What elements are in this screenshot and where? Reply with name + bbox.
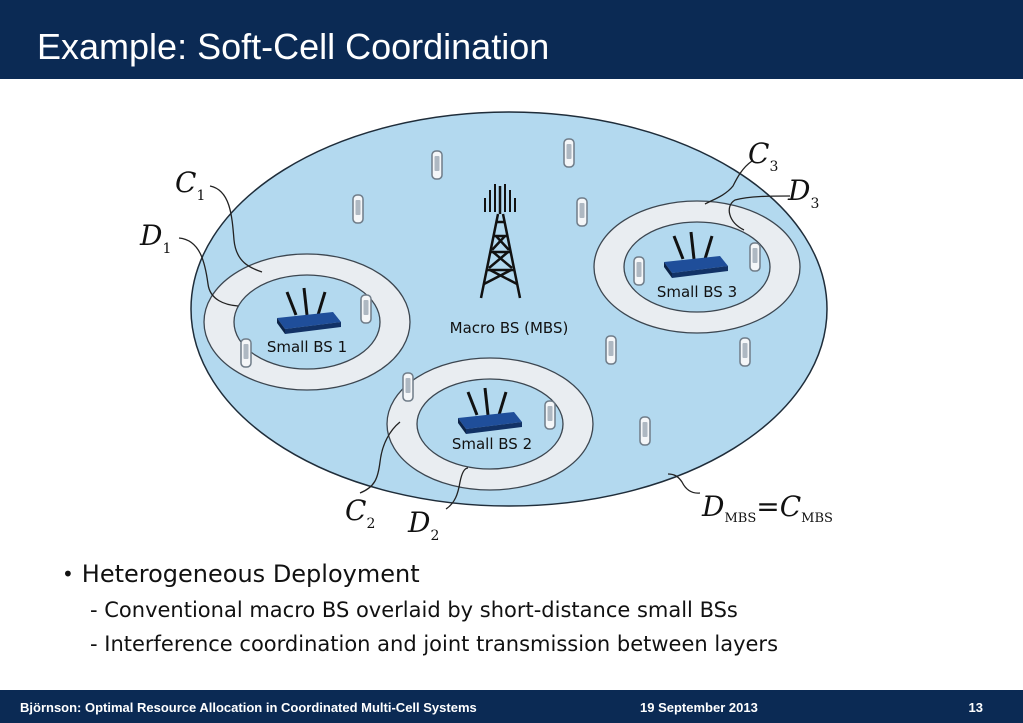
macro-tower-icon <box>479 184 522 299</box>
soft-cell-diagram: Macro BS (MBS) Small BS 1 Small BS 2 Sma… <box>139 111 833 544</box>
user-device-icon <box>360 294 372 324</box>
user-device-icon <box>240 338 252 368</box>
leader-lines <box>178 160 791 510</box>
user-device-icon <box>431 150 443 180</box>
label-DMBS-CMBS: DMBS=CMBS <box>701 490 833 526</box>
footer-date: 19 September 2013 <box>640 700 758 715</box>
user-device-icon <box>563 138 575 168</box>
footer-bar: Björnson: Optimal Resource Allocation in… <box>0 690 1023 723</box>
bullet-main-text: Heterogeneous Deployment <box>81 560 420 588</box>
bullet-dot-icon: • <box>62 562 74 586</box>
small-bs-3-label: Small BS 3 <box>657 283 737 301</box>
user-device-icon <box>576 197 588 227</box>
label-C2: C2 <box>345 494 375 532</box>
user-device-icon <box>749 242 761 272</box>
label-D1: D1 <box>139 219 171 257</box>
macro-bs-label: Macro BS (MBS) <box>450 319 569 337</box>
footer-author-title: Björnson: Optimal Resource Allocation in… <box>20 700 477 715</box>
user-device-icon <box>633 256 645 286</box>
label-C1: C1 <box>175 166 205 204</box>
small-bs-2-label: Small BS 2 <box>452 435 532 453</box>
slide-title: Example: Soft-Cell Coordination <box>37 26 550 67</box>
sub-bullet: - Conventional macro BS overlaid by shor… <box>90 598 738 622</box>
bullet-list: • Heterogeneous Deployment - Conventiona… <box>62 560 778 656</box>
sub-bullet: - Interference coordination and joint tr… <box>90 632 779 656</box>
user-device-icon <box>639 416 651 446</box>
bullet-main: • Heterogeneous Deployment <box>62 560 778 588</box>
user-device-icon <box>402 372 414 402</box>
small-bs-1-label: Small BS 1 <box>267 338 347 356</box>
user-device-icon <box>352 194 364 224</box>
user-device-icon <box>544 400 556 430</box>
user-device-icon <box>605 335 617 365</box>
label-C3: C3 <box>748 137 778 175</box>
label-D3: D3 <box>787 174 819 212</box>
title-bar: Example: Soft-Cell Coordination <box>0 0 1023 79</box>
label-D2: D2 <box>407 506 439 544</box>
page-number: 13 <box>968 700 983 715</box>
user-device-icon <box>739 337 751 367</box>
